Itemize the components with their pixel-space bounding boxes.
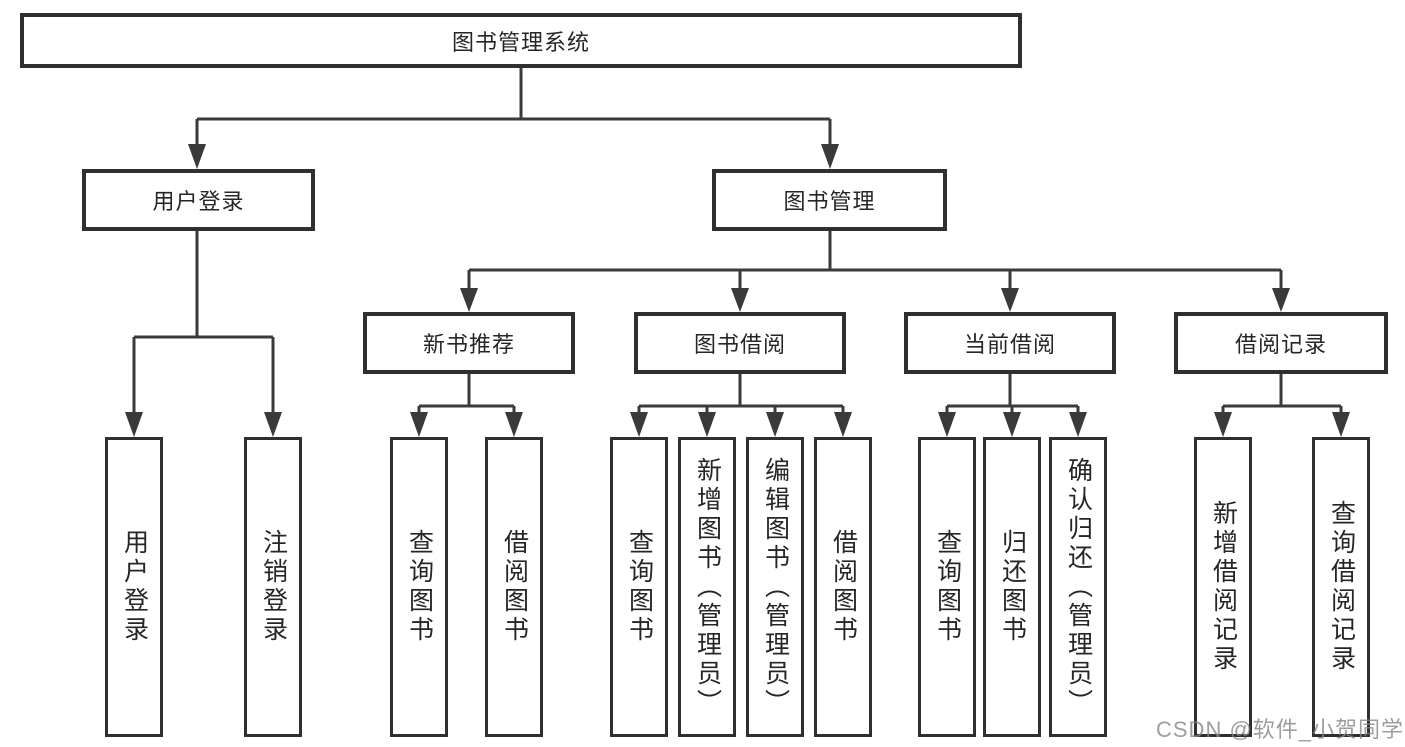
leaf-label: 归还图书 bbox=[998, 529, 1027, 645]
csdn-watermark: CSDN @软件_小贺同学 bbox=[1156, 717, 1405, 742]
node-label: 用户登录 bbox=[152, 189, 245, 214]
node-root-label: 图书管理系统 bbox=[451, 29, 590, 55]
leaf-label: 编辑图书（管理员） bbox=[761, 456, 790, 718]
leaf-borrow-books-2: 借阅图书 bbox=[814, 437, 872, 737]
leaf-edit-books-admin: 编辑图书（管理员） bbox=[746, 437, 804, 737]
leaf-label: 注销登录 bbox=[259, 529, 288, 645]
node-user-login-branch: 用户登录 bbox=[82, 169, 315, 231]
leaf-query-books-3: 查询图书 bbox=[918, 437, 976, 737]
leaf-query-books-2: 查询图书 bbox=[610, 437, 668, 737]
node-book-borrow: 图书借阅 bbox=[634, 312, 846, 374]
node-label: 图书借阅 bbox=[693, 332, 786, 357]
leaf-label: 查询图书 bbox=[625, 529, 654, 645]
leaf-return-books: 归还图书 bbox=[983, 437, 1041, 737]
leaf-logout-login: 注销登录 bbox=[244, 437, 302, 737]
node-new-book-recommend: 新书推荐 bbox=[363, 312, 575, 374]
leaf-label: 借阅图书 bbox=[829, 529, 858, 645]
node-current-borrow: 当前借阅 bbox=[904, 312, 1116, 374]
leaf-label: 借阅图书 bbox=[500, 529, 529, 645]
leaf-borrow-books: 借阅图书 bbox=[485, 437, 543, 737]
leaf-query-books: 查询图书 bbox=[390, 437, 448, 737]
leaf-label: 查询图书 bbox=[405, 529, 434, 645]
leaf-label: 新增图书（管理员） bbox=[693, 456, 722, 718]
leaf-user-login: 用户登录 bbox=[105, 437, 163, 737]
leaf-label: 确认归还（管理员） bbox=[1064, 456, 1093, 718]
leaf-label: 用户登录 bbox=[120, 529, 149, 645]
node-book-management-branch: 图书管理 bbox=[712, 169, 947, 231]
node-label: 新书推荐 bbox=[422, 332, 515, 357]
leaf-add-books-admin: 新增图书（管理员） bbox=[678, 437, 736, 737]
leaf-label: 查询图书 bbox=[933, 529, 962, 645]
node-label: 当前借阅 bbox=[963, 332, 1056, 357]
leaf-add-borrow-record: 新增借阅记录 bbox=[1194, 437, 1252, 737]
node-label: 借阅记录 bbox=[1234, 332, 1327, 357]
node-label: 图书管理 bbox=[783, 189, 876, 214]
leaf-confirm-return-admin: 确认归还（管理员） bbox=[1049, 437, 1107, 737]
leaf-label: 查询借阅记录 bbox=[1327, 500, 1356, 674]
arrowheads bbox=[125, 144, 1350, 437]
leaf-label: 新增借阅记录 bbox=[1209, 500, 1238, 674]
leaf-query-borrow-record: 查询借阅记录 bbox=[1312, 437, 1370, 737]
node-root-system: 图书管理系统 bbox=[20, 13, 1022, 68]
node-borrow-record: 借阅记录 bbox=[1174, 312, 1388, 374]
